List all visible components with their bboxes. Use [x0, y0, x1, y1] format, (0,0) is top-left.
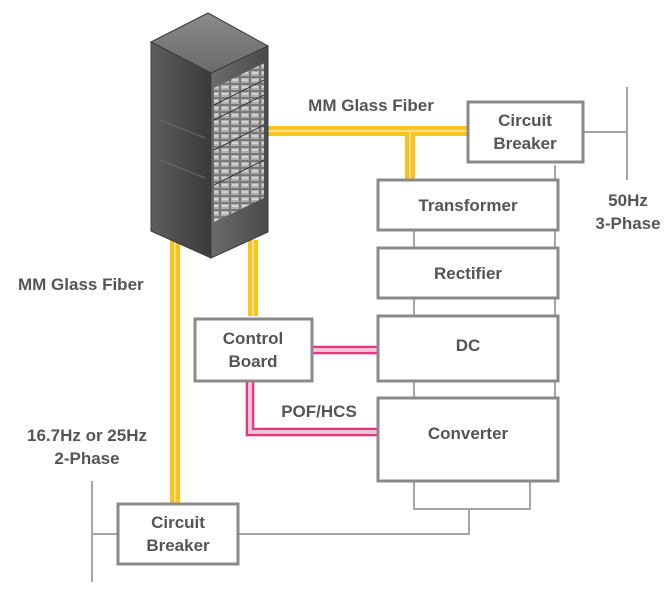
control-board-box — [193, 317, 314, 383]
dc-label: DC — [456, 336, 481, 355]
supply-left-label-2: 2-Phase — [54, 449, 119, 468]
component-boxes — [116, 100, 585, 566]
breaker-top-label-2: Breaker — [493, 134, 557, 153]
fiber-top-label: MM Glass Fiber — [308, 96, 434, 115]
circuit-breaker-top — [466, 100, 585, 164]
supply-right-label-1: 50Hz — [608, 191, 648, 210]
converter-box — [376, 396, 560, 483]
fiber-left-label: MM Glass Fiber — [18, 275, 144, 294]
breaker-bottom-label-1: Circuit — [151, 513, 205, 532]
control-board-label-2: Board — [228, 352, 277, 371]
box-labels: Circuit Breaker Transformer Rectifier DC… — [146, 111, 557, 555]
electrical-lines — [91, 87, 628, 582]
fiber-lines — [170, 126, 468, 503]
server-rack-icon — [149, 12, 270, 259]
breaker-top-label-1: Circuit — [498, 111, 552, 130]
rectifier-label: Rectifier — [434, 264, 502, 283]
breaker-bottom-label-2: Breaker — [146, 536, 210, 555]
supply-left-label-1: 16.7Hz or 25Hz — [27, 426, 147, 445]
transformer-box — [376, 178, 560, 232]
transformer-label: Transformer — [418, 196, 518, 215]
circuit-breaker-bottom — [116, 502, 240, 566]
dc-box — [376, 314, 560, 383]
annotations: MM Glass Fiber MM Glass Fiber POF/HCS 50… — [18, 96, 661, 468]
pof-lines — [245, 345, 378, 437]
pof-label: POF/HCS — [281, 402, 357, 421]
rectifier-box — [376, 246, 560, 300]
supply-right-label-2: 3-Phase — [595, 214, 660, 233]
control-board-label-1: Control — [223, 329, 283, 348]
converter-label: Converter — [428, 424, 509, 443]
